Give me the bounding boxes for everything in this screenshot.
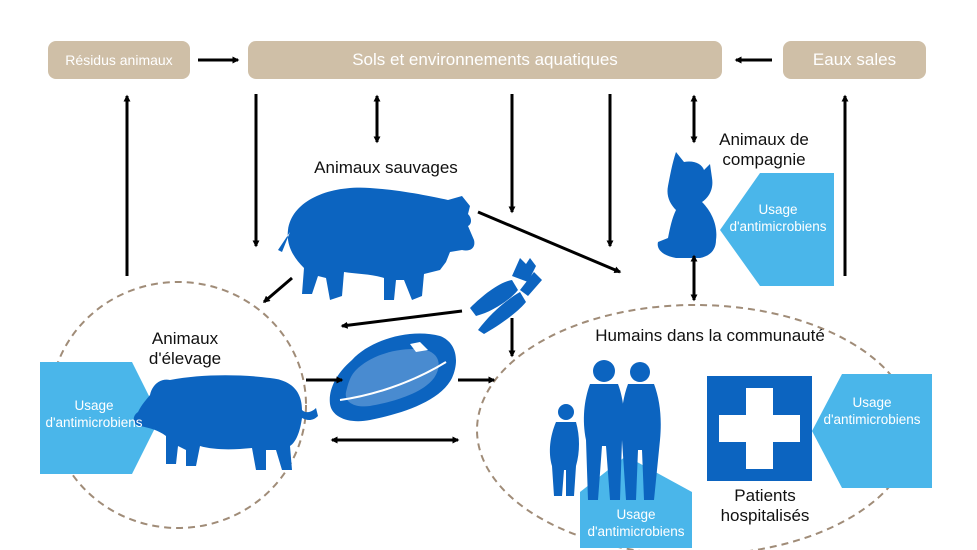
animaux-compagnie-line2: compagnie <box>722 150 806 169</box>
flow-arrows <box>123 56 849 444</box>
animaux-elevage-line1: Animaux <box>151 329 219 348</box>
usage-text-humans: Usage d'antimicrobiens <box>587 507 685 539</box>
usage-text-livestock: Usage d'antimicrobiens <box>45 398 143 430</box>
family-icon <box>549 360 661 500</box>
livestock-zone <box>49 281 307 529</box>
eaux-sales-label: Eaux sales <box>812 50 897 69</box>
humains-communaute-label: Humains dans la communauté <box>595 326 825 345</box>
boar-icon <box>278 187 475 300</box>
patients-hospitalises-label: Patients hospitalisés <box>700 486 830 526</box>
usage-badge-hospital <box>812 374 932 488</box>
residus-animaux-box: Résidus animaux <box>48 41 190 79</box>
patients-line2: hospitalisés <box>720 506 810 525</box>
eaux-sales-box: Eaux sales <box>783 41 926 79</box>
sols-box: Sols et environnements aquatiques <box>248 41 722 79</box>
usage-badge-livestock <box>40 362 160 474</box>
cat-icon <box>657 152 717 258</box>
pig-icon <box>133 375 318 470</box>
arrow-sauvages-to-elevage <box>262 276 293 304</box>
animaux-sauvages-label: Animaux sauvages <box>314 158 458 177</box>
arrow-sauvages-to-humans <box>477 210 622 274</box>
hospital-cross-icon <box>707 376 812 481</box>
usage-text-hospital: Usage d'antimicrobiens <box>823 395 921 427</box>
meat-steak-icon <box>329 333 456 422</box>
carrots-icon <box>470 258 542 334</box>
residus-animaux-label: Résidus animaux <box>65 52 173 68</box>
animaux-elevage-line2: d'élevage <box>148 349 222 368</box>
patients-line1: Patients <box>734 486 796 505</box>
usage-text-companion: Usage d'antimicrobiens <box>729 202 827 234</box>
usage-badge-companion <box>720 173 834 286</box>
animaux-compagnie-line1: Animaux de <box>719 130 809 149</box>
usage-badge-humans <box>580 456 692 548</box>
arrow-carrots-to-elevage <box>340 309 463 329</box>
sols-label: Sols et environnements aquatiques <box>352 50 618 69</box>
animaux-compagnie-label: Animaux de compagnie <box>704 130 824 170</box>
animaux-elevage-label: Animaux d'élevage <box>130 329 240 369</box>
